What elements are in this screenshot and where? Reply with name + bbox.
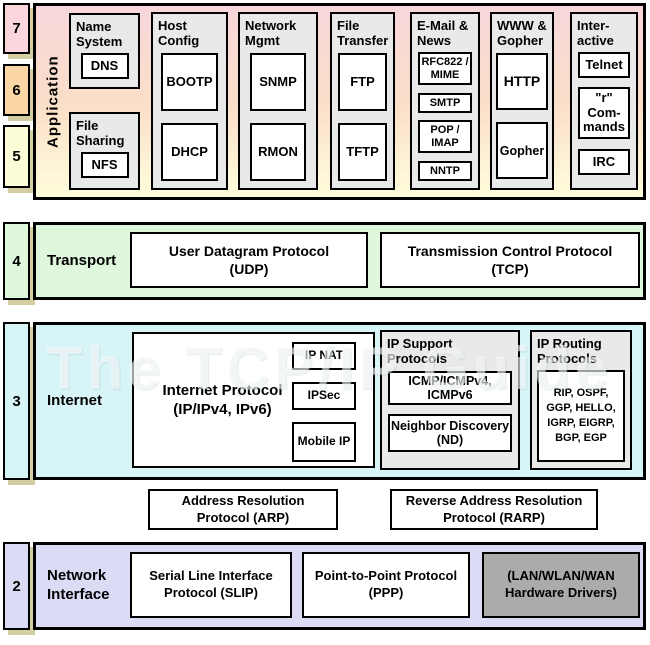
- group-name-system: Name System DNS: [69, 13, 140, 89]
- group-title-interactive: Inter-active: [577, 18, 614, 49]
- protocol-ipsec: IPSec: [292, 382, 356, 410]
- protocol-ppp: Point-to-Point Protocol (PPP): [302, 552, 470, 618]
- protocol-tcp: Transmission Control Protocol (TCP): [380, 232, 640, 288]
- transport-layer-label: Transport: [47, 251, 117, 269]
- group-title-ip-routing: IP Routing Protocols: [537, 336, 602, 367]
- rarp-line2: Protocol (RARP): [443, 509, 545, 525]
- protocol-ip-title: Internet Protocol (IP/IPv4, IPv6): [140, 334, 305, 466]
- protocol-ftp: FTP: [338, 53, 387, 112]
- protocol-dns: DNS: [80, 53, 129, 80]
- udp-line1: User Datagram Protocol: [168, 242, 330, 259]
- hw-line2: Hardware Drivers): [505, 585, 617, 600]
- application-layer-band: Application Name System DNS File Sharing…: [33, 3, 646, 200]
- layer-7-badge: 7: [3, 3, 30, 54]
- ip-line2: (IP/IPv4, IPv6): [173, 401, 272, 418]
- protocol-routing-list: RIP, OSPF, GGP, HELLO, IGRP, EIGRP, BGP,…: [537, 370, 625, 463]
- group-title-network-mgmt: Network Mgmt: [245, 18, 297, 49]
- group-file-sharing: File Sharing NFS: [69, 112, 140, 190]
- group-title-ip-support: IP Support Protocols: [387, 336, 453, 367]
- slip-line2: Protocol (SLIP): [164, 585, 258, 600]
- group-title-www-gopher: WWW & Gopher: [497, 18, 547, 49]
- protocol-bootp: BOOTP: [161, 53, 218, 112]
- protocol-smtp: SMTP: [418, 93, 472, 114]
- group-title-file-sharing: File Sharing: [76, 118, 125, 149]
- layer-6-badge: 6: [3, 64, 30, 116]
- protocol-telnet: Telnet: [578, 52, 630, 79]
- group-host-config: Host Config BOOTP DHCP: [151, 12, 228, 190]
- protocol-arp: Address Resolution Protocol (ARP): [148, 489, 338, 530]
- protocol-r-commands: "r" Com-mands: [578, 87, 630, 140]
- protocol-ip-box: Internet Protocol (IP/IPv4, IPv6) IP NAT…: [132, 332, 375, 468]
- transport-layer-band: Transport User Datagram Protocol (UDP) T…: [33, 222, 646, 300]
- protocol-rmon: RMON: [250, 123, 306, 182]
- slip-line1: Serial Line Interface: [149, 568, 273, 584]
- hw-line1: (LAN/WLAN/WAN: [507, 568, 615, 584]
- tcp-line2: (TCP): [491, 261, 529, 277]
- group-interactive: Inter-active Telnet "r" Com-mands IRC: [570, 12, 638, 190]
- protocol-dhcp: DHCP: [161, 123, 218, 182]
- protocol-nntp: NNTP: [418, 161, 472, 182]
- group-title-email-news: E-Mail & News: [417, 18, 469, 49]
- protocol-ip-nat: IP NAT: [292, 342, 356, 370]
- group-title-file-transfer: File Transfer: [337, 18, 389, 49]
- protocol-gopher: Gopher: [496, 122, 548, 180]
- layer-2-badge: 2: [3, 542, 30, 630]
- protocol-irc: IRC: [578, 149, 630, 176]
- protocol-mobile-ip: Mobile IP: [292, 422, 356, 462]
- arp-line2: Protocol (ARP): [196, 509, 290, 525]
- group-ip-support-protocols: IP Support Protocols ICMP/ICMPv4, ICMPv6…: [380, 330, 520, 470]
- protocol-udp: User Datagram Protocol (UDP): [130, 232, 368, 288]
- protocol-snmp: SNMP: [250, 53, 306, 112]
- group-title-host-config: Host Config: [158, 18, 200, 49]
- arp-line1: Address Resolution: [181, 493, 305, 509]
- udp-line2: (UDP): [229, 261, 269, 277]
- network-interface-layer-band: Network Interface Serial Line Interface …: [33, 542, 646, 630]
- group-email-news: E-Mail & News RFC822 / MIME SMTP POP / I…: [410, 12, 480, 190]
- protocol-icmp: ICMP/ICMPv4, ICMPv6: [388, 371, 512, 406]
- layer-3-badge: 3: [3, 322, 30, 480]
- rarp-line1: Reverse Address Resolution: [405, 493, 583, 509]
- protocol-slip: Serial Line Interface Protocol (SLIP): [130, 552, 292, 618]
- group-network-mgmt: Network Mgmt SNMP RMON: [238, 12, 318, 190]
- internet-layer-band: Internet Internet Protocol (IP/IPv4, IPv…: [33, 322, 646, 480]
- protocol-rfc822-mime: RFC822 / MIME: [418, 52, 472, 86]
- layer-5-badge: 5: [3, 125, 30, 188]
- group-file-transfer: File Transfer FTP TFTP: [330, 12, 395, 190]
- protocol-nfs: NFS: [80, 152, 129, 179]
- tcp-line1: Transmission Control Protocol: [407, 242, 613, 259]
- ppp-line1: Point-to-Point Protocol: [314, 568, 458, 584]
- network-interface-layer-label: Network Interface: [47, 567, 110, 603]
- layer-4-badge: 4: [3, 222, 30, 300]
- protocol-pop-imap: POP / IMAP: [418, 120, 472, 154]
- ip-line1: Internet Protocol: [162, 381, 283, 399]
- group-ip-routing-protocols: IP Routing Protocols RIP, OSPF, GGP, HEL…: [530, 330, 632, 470]
- hardware-drivers-box: (LAN/WLAN/WAN Hardware Drivers): [482, 552, 640, 618]
- ppp-line2: (PPP): [368, 585, 404, 600]
- protocol-neighbor-discovery: Neighbor Discovery (ND): [388, 414, 512, 453]
- application-layer-label: Application: [44, 55, 62, 148]
- protocol-http: HTTP: [496, 53, 548, 111]
- internet-layer-label: Internet: [47, 391, 103, 409]
- group-title-name-system: Name System: [76, 19, 123, 50]
- protocol-tftp: TFTP: [338, 123, 387, 182]
- group-www-gopher: WWW & Gopher HTTP Gopher: [490, 12, 554, 190]
- protocol-rarp: Reverse Address Resolution Protocol (RAR…: [390, 489, 598, 530]
